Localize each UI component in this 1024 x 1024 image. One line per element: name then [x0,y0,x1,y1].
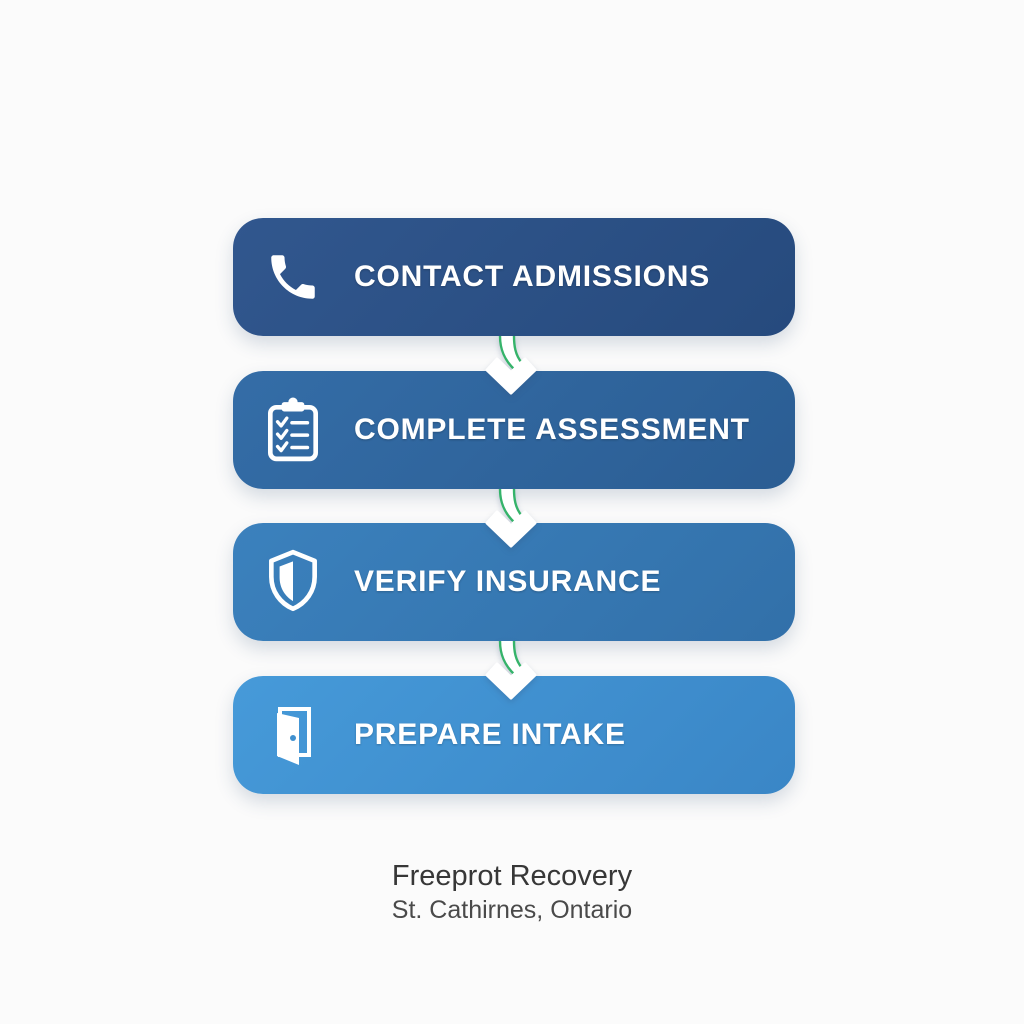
shield-half-icon [260,549,326,615]
step-contact-admissions: CONTACT ADMISSIONS [233,218,795,336]
facility-location: St. Cathirnes, Ontario [391,896,633,924]
step-label: VERIFY INSURANCE [354,565,662,598]
step-label: PREPARE INTAKE [354,718,626,751]
phone-icon [260,244,326,310]
footer: Freeprot Recovery St. Cathirnes, Ontario [0,858,1024,926]
clipboard-checklist-icon [260,397,326,463]
curved-down-arrow-icon [485,641,537,700]
step-label: COMPLETE ASSESSMENT [354,413,750,446]
facility-name: Freeprot Recovery [391,860,633,892]
door-open-icon [260,702,326,768]
curved-down-arrow-icon [485,489,537,548]
step-label: CONTACT ADMISSIONS [354,260,711,293]
curved-down-arrow-icon [485,336,537,395]
